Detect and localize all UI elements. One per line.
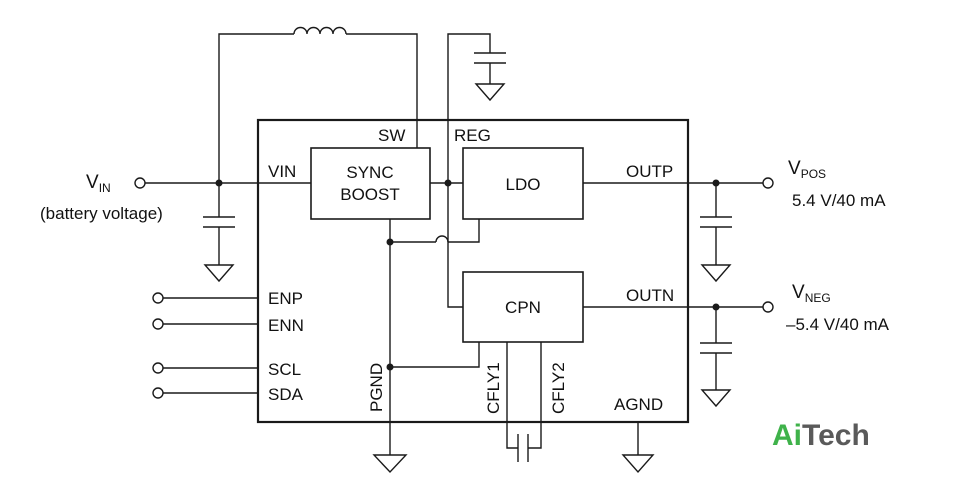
vneg-rating: –5.4 V/40 mA <box>786 315 890 334</box>
pin-enn-label: ENN <box>268 316 304 335</box>
ground-symbol-vin <box>203 264 235 283</box>
pin-scl-label: SCL <box>268 360 301 379</box>
ground-symbol-outn <box>700 389 732 408</box>
aitech-logo: AiTech <box>772 419 870 452</box>
vin-input-net <box>134 177 311 283</box>
vpos-terminal <box>762 177 774 189</box>
vneg-label: VNEG <box>792 282 831 305</box>
vpos-label: VPOS <box>788 158 826 181</box>
pin-outn-label: OUTN <box>626 286 674 305</box>
control-pins <box>152 292 258 399</box>
pin-sw-label: SW <box>378 126 405 145</box>
sda-terminal <box>152 387 164 399</box>
svg-text:AiTech: AiTech <box>772 419 870 452</box>
pin-enp-label: ENP <box>268 289 303 308</box>
boost-label-line2: BOOST <box>340 185 400 204</box>
vin-label: VIN <box>86 172 111 195</box>
pin-vin-label: VIN <box>268 162 296 181</box>
enn-terminal <box>152 318 164 330</box>
vin-note: (battery voltage) <box>40 204 163 223</box>
boost-label-line1: SYNC <box>346 163 393 182</box>
pgnd-net <box>372 219 480 474</box>
ground-symbol-pgnd <box>372 454 408 474</box>
ldo-block <box>462 147 584 220</box>
outn-net <box>583 301 774 408</box>
pin-pgnd-label: PGND <box>367 363 386 412</box>
reg-capacitor <box>447 33 506 183</box>
pin-cfly1-label: CFLY1 <box>484 362 503 414</box>
ground-symbol-outp <box>700 264 732 283</box>
vpos-rating: 5.4 V/40 mA <box>792 191 886 210</box>
vneg-terminal <box>762 301 774 313</box>
enp-terminal <box>152 292 164 304</box>
flying-capacitor <box>506 342 542 462</box>
outp-net <box>583 177 774 283</box>
inductor <box>218 26 418 183</box>
vin-terminal <box>134 177 146 189</box>
ground-symbol-agnd <box>621 454 655 474</box>
pin-reg-label: REG <box>454 126 491 145</box>
agnd-net <box>621 422 655 474</box>
pin-sda-label: SDA <box>268 385 304 404</box>
pin-outp-label: OUTP <box>626 162 673 181</box>
scl-terminal <box>152 362 164 374</box>
pin-cfly2-label: CFLY2 <box>549 362 568 414</box>
sync-boost-block <box>310 147 431 220</box>
pin-agnd-label: AGND <box>614 395 663 414</box>
ldo-label: LDO <box>506 175 541 194</box>
cpn-label: CPN <box>505 298 541 317</box>
chip-outline <box>256 118 690 424</box>
cpn-block <box>462 271 584 343</box>
ground-symbol-reg <box>474 83 506 102</box>
